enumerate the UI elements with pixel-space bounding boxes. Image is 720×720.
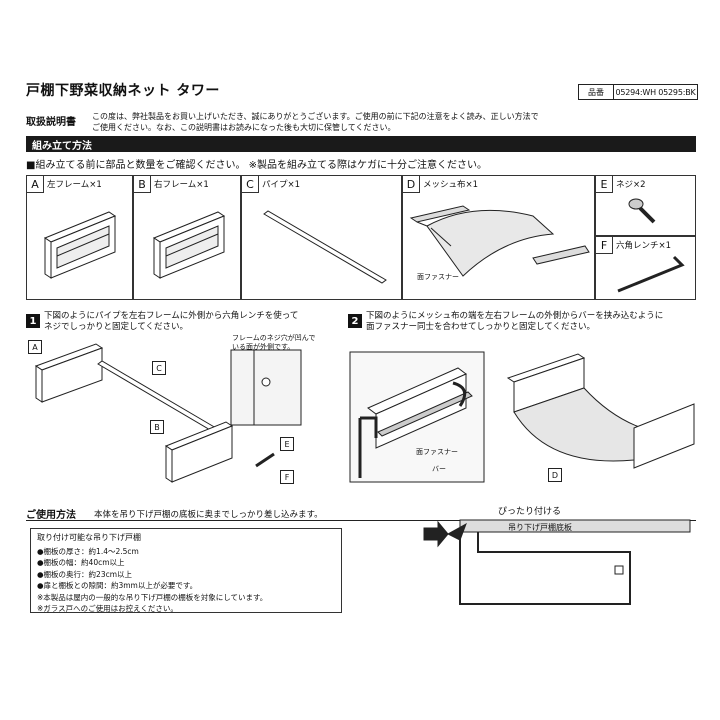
intro-line-2: ご使用ください。なお、この説明書はお読みになった後も大切に保管してください。 [92, 123, 396, 132]
screw-illustration [628, 198, 656, 224]
spec-box: 取り付け可能な吊り下げ戸棚 ●棚板の厚さ：約1.4～2.5cm ●棚板の幅：約4… [30, 528, 342, 613]
part-f-cell: F 六角レンチ×1 [595, 236, 696, 300]
step-2-line-1: 下図のようにメッシュ布の端を左右フレームの外側からバーを挟み込むように [366, 311, 664, 321]
step-1-label-f: F [280, 470, 294, 484]
part-c-cell: C パイプ×1 [241, 175, 402, 300]
shelf-label: 吊り下げ戸棚底板 [508, 523, 572, 532]
step-2-label-d: D [548, 468, 562, 482]
part-c-name: パイプ×1 [262, 180, 301, 190]
assembly-notice: ■組み立てる前に部品と数量をご確認ください。 ※製品を組み立てる際はケガに十分ご… [26, 160, 488, 171]
spec-item: ●扉と棚板との隙間：約3mm以上が必要です。 [37, 581, 198, 590]
spec-item: ●棚板の厚さ：約1.4～2.5cm [37, 546, 139, 556]
spec-title: 取り付け可能な吊り下げ戸棚 [37, 533, 141, 542]
step-2-diagram [349, 351, 695, 483]
step-2-number: 2 [348, 314, 362, 328]
page-title: 戸棚下野菜収納ネット タワー [26, 83, 220, 99]
part-a-cell: A 左フレーム×1 [26, 175, 133, 300]
part-d-cell: D メッシュ布×1 面ファスナー [402, 175, 595, 300]
step-1-callout-line-2: いる面が外側です。 [232, 343, 295, 351]
part-number-key: 品番 [579, 85, 614, 99]
spec-item: ※ガラス戸へのご使用はお控えください。 [37, 604, 178, 613]
part-f-tag: F [596, 237, 613, 254]
part-d-tag: D [403, 176, 420, 193]
step-2-line-2: 面ファスナー同士を合わせてしっかりと固定してください。 [366, 322, 595, 332]
part-b-tag: B [134, 176, 151, 193]
part-f-name: 六角レンチ×1 [616, 241, 672, 251]
right-frame-illustration [152, 211, 226, 279]
part-c-tag: C [242, 176, 259, 193]
usage-heading: ご使用方法 [26, 510, 76, 521]
part-e-cell: E ネジ×2 [595, 175, 696, 236]
part-a-tag: A [27, 176, 44, 193]
spec-item: ●棚板の幅：約40cm以上 [37, 558, 125, 567]
spec-item: ※本製品は屋内の一般的な吊り下げ戸棚の棚板を対象にしています。 [37, 592, 268, 602]
fit-label: ぴったり付ける [498, 507, 562, 517]
step-1-line-2: ネジでしっかりと固定してください。 [44, 322, 188, 332]
part-b-name: 右フレーム×1 [154, 180, 209, 190]
parts-grid: A 左フレーム×1 B 右フレーム×1 C パイ [26, 175, 696, 300]
step-1-callout: フレームのネジ穴が凹んで いる面が外側です。 [232, 334, 315, 352]
step-1-diagram [34, 343, 302, 483]
part-d-name: メッシュ布×1 [423, 180, 479, 190]
left-frame-illustration [43, 211, 117, 279]
part-number-box: 品番 05294:WH 05295:BK [578, 84, 698, 100]
step-2-fastener-label: 面ファスナー [416, 448, 458, 456]
intro-line-1: この度は、弊社製品をお買い上げいただき、誠にありがとうございます。ご使用の前に下… [92, 112, 539, 121]
intro-text: この度は、弊社製品をお買い上げいただき、誠にありがとうございます。ご使用の前に下… [92, 111, 652, 133]
part-number-value: 05294:WH 05295:BK [615, 87, 696, 97]
step-1-number: 1 [26, 314, 40, 328]
manual-label: 取扱説明書 [26, 117, 76, 128]
part-e-name: ネジ×2 [616, 180, 646, 190]
step-1-label-a: A [28, 340, 42, 354]
usage-divider [26, 520, 696, 521]
step-1-callout-line-1: フレームのネジ穴が凹んで [232, 334, 316, 342]
install-diagram [423, 519, 691, 605]
step-1-label-e: E [280, 437, 294, 451]
usage-text: 本体を吊り下げ戸棚の底板に奥までしっかり差し込みます。 [94, 510, 323, 520]
assembly-heading: 組み立て方法 [26, 136, 696, 152]
fastener-label: 面ファスナー [417, 273, 459, 281]
step-2-bar-label: バー [432, 465, 446, 473]
part-b-cell: B 右フレーム×1 [133, 175, 241, 300]
mesh-cloth-illustration [409, 205, 590, 277]
part-e-tag: E [596, 176, 613, 193]
step-1-label-c: C [152, 361, 166, 375]
step-2-text: 下図のようにメッシュ布の端を左右フレームの外側からバーを挟み込むように 面ファス… [366, 311, 663, 333]
spec-item: ●棚板の奥行：約23cm以上 [37, 569, 133, 579]
step-1-text: 下図のようにパイプを左右フレームに外側から六角レンチを使って ネジでしっかりと固… [44, 311, 298, 333]
step-1-label-b: B [150, 420, 164, 434]
hex-wrench-illustration [617, 255, 685, 293]
pipe-illustration [263, 210, 387, 284]
part-a-name: 左フレーム×1 [47, 180, 102, 190]
step-1-line-1: 下図のようにパイプを左右フレームに外側から六角レンチを使って [44, 311, 299, 321]
